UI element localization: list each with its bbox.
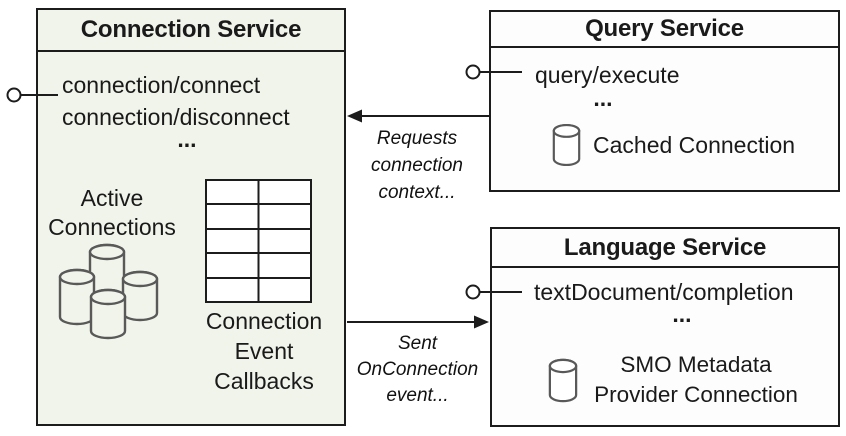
smo-metadata-label: SMO Metadata Provider Connection <box>594 352 798 407</box>
method-connection-connect: connection/connect <box>62 72 261 98</box>
connection-service-methods: connection/connect connection/disconnect <box>62 69 290 133</box>
sent-event-arrow <box>347 315 489 329</box>
active-connections-label: Active Connections <box>48 185 176 240</box>
query-service-box: Query Service query/execute ... Cached C… <box>489 10 840 192</box>
language-methods-ellipsis: ... <box>672 301 692 327</box>
sent-event-arrow-label: Sent OnConnection event... <box>356 333 479 406</box>
language-service-box: Language Service textDocument/completion… <box>490 227 840 427</box>
connection-event-callbacks-label: Connection Event Callbacks <box>205 308 323 394</box>
callbacks-table-grid-icon <box>205 179 312 303</box>
database-cluster-icon <box>58 243 159 340</box>
smo-metadata-row: SMO Metadata Provider Connection <box>548 350 806 410</box>
requests-context-arrow-label: Requests connection context... <box>371 128 463 203</box>
query-service-title: Query Service <box>491 12 838 48</box>
connection-methods-ellipsis: ... <box>177 126 197 152</box>
database-icon <box>548 358 578 402</box>
cached-connection-row: Cached Connection <box>552 123 795 167</box>
cached-connection-label: Cached Connection <box>593 131 796 158</box>
method-connection-disconnect: connection/disconnect <box>62 104 290 130</box>
connection-service-box: Connection Service connection/connect co… <box>36 8 346 426</box>
requests-context-arrow <box>347 109 490 123</box>
language-service-title: Language Service <box>492 229 838 268</box>
method-query-execute: query/execute <box>535 62 680 88</box>
query-methods-ellipsis: ... <box>593 85 613 111</box>
connection-service-title: Connection Service <box>38 10 344 52</box>
method-textdocument-completion: textDocument/completion <box>534 279 794 305</box>
database-icon <box>552 123 581 167</box>
